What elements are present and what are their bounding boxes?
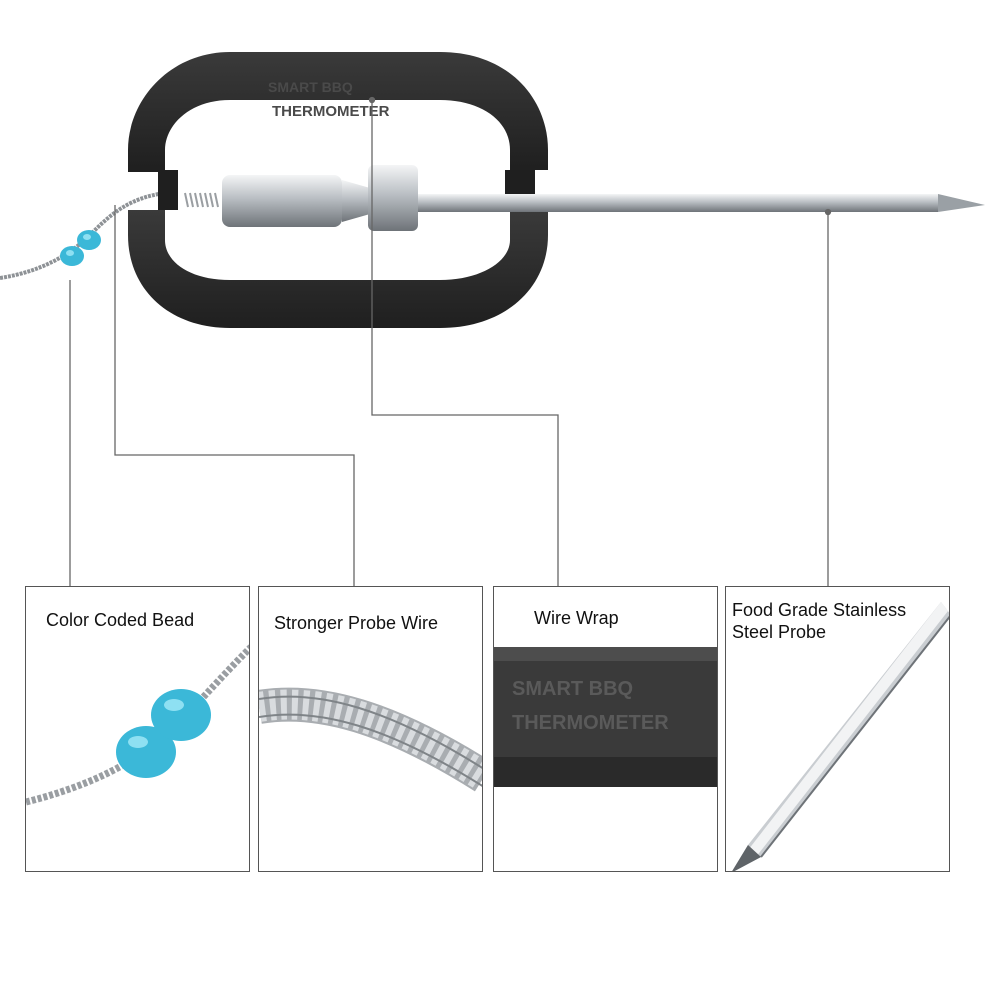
callout-panel-wire: Stronger Probe Wire — [258, 586, 483, 872]
wrap-embossed-text-line1: SMART BBQ — [268, 79, 353, 95]
probe-handle — [222, 165, 418, 231]
leader-line-wrap — [371, 100, 559, 586]
wrap-closeup-text-line2: THERMOMETER — [512, 712, 669, 734]
probe-closeup-image — [732, 602, 949, 871]
callout-label-bead: Color Coded Bead — [46, 610, 195, 630]
leader-line-wire — [114, 205, 355, 586]
wire-closeup-image — [259, 687, 482, 792]
strain-relief-spring — [184, 192, 219, 208]
probe-shaft — [418, 194, 985, 212]
wrap-embossed-text-line2: THERMOMETER — [272, 103, 390, 120]
callout-label-wrap: Wire Wrap — [534, 608, 619, 628]
wrap-closeup-text-line1: SMART BBQ — [512, 678, 633, 700]
color-coded-bead — [60, 230, 101, 266]
callout-label-probe: Food Grade Stainless Steel Probe — [732, 600, 907, 642]
wrap-closeup-image: SMART BBQ THERMOMETER — [494, 647, 717, 787]
callout-panel-probe: Food Grade Stainless Steel Probe — [725, 586, 950, 872]
callout-panel-wrap: SMART BBQ THERMOMETER Wire Wrap — [493, 586, 718, 872]
leader-lines — [69, 96, 832, 586]
callout-panel-bead: Color Coded Bead — [25, 586, 250, 872]
wire-wrap: SMART BBQ THERMOMETER — [128, 52, 548, 328]
callout-label-wire: Stronger Probe Wire — [274, 613, 439, 633]
bead-closeup-image — [26, 644, 249, 806]
